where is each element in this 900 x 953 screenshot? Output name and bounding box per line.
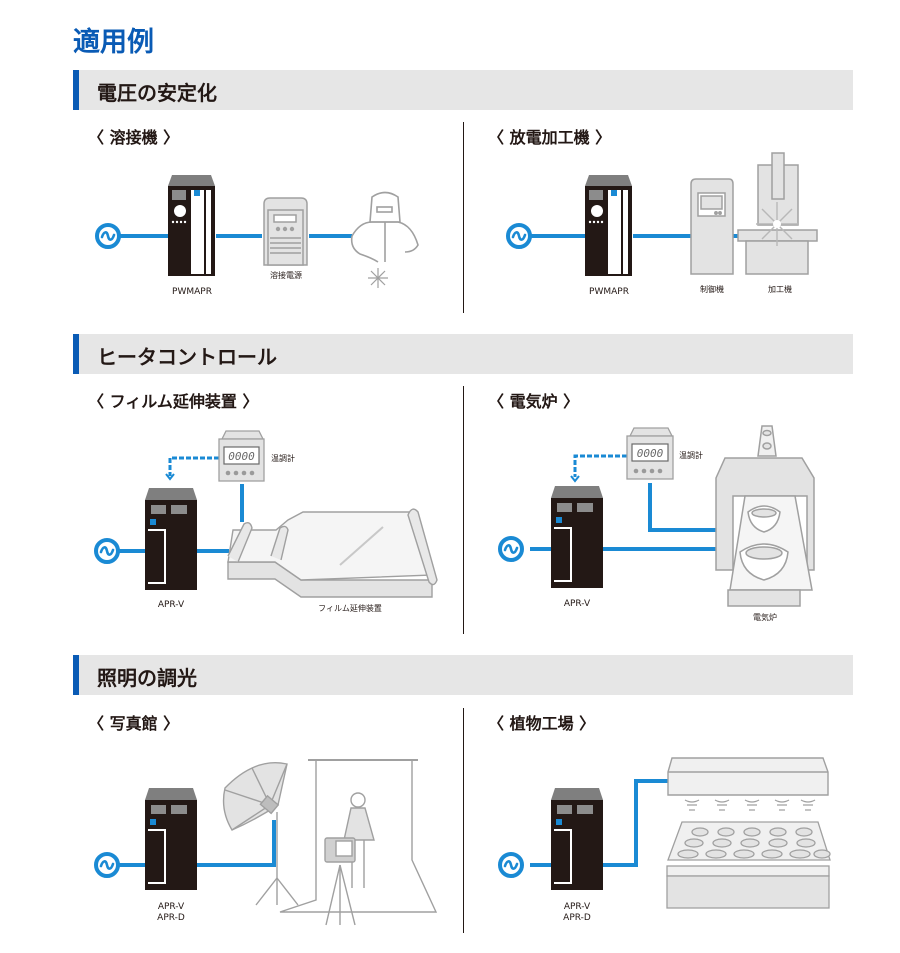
film-stretcher-icon	[227, 508, 438, 598]
electric-furnace-icon	[715, 425, 815, 607]
section-title: 照明の調光	[97, 666, 197, 690]
column-divider	[463, 708, 464, 933]
page-title: 適用例	[73, 27, 154, 58]
section-accent-bar	[73, 334, 79, 374]
thermo-label: 温調計	[271, 454, 295, 463]
example-title-plant-factory: 〈 植物工場 〉	[488, 714, 596, 733]
example-title-electric-furnace: 〈 電気炉 〉	[488, 392, 580, 411]
umbrella-light-icon	[222, 762, 299, 906]
unit-label: APR-V	[563, 599, 591, 609]
thermo-display: 0000	[637, 447, 664, 460]
photo-studio-icon	[279, 759, 438, 926]
section-accent-bar	[73, 655, 79, 695]
film-stretcher-diagram: 0000	[94, 430, 438, 598]
pwmapr-unit-icon	[585, 175, 632, 276]
welding-power-supply-icon	[263, 197, 308, 266]
electric-furnace-diagram: 0000	[498, 425, 815, 607]
controller-cabinet-icon	[690, 178, 734, 275]
column-divider	[463, 386, 464, 634]
thermo-label: 温調計	[679, 451, 703, 460]
machine-label: 加工機	[768, 285, 792, 294]
grow-light-icon	[667, 757, 829, 811]
photo-studio-diagram	[94, 759, 438, 926]
unit-label: APR-V	[157, 600, 185, 610]
plant-tray-icon	[666, 821, 831, 909]
example-title-photo-studio: 〈 写真館 〉	[88, 714, 180, 733]
temperature-controller-icon: 0000	[218, 430, 265, 482]
section-header-light-dimming: 照明の調光	[73, 655, 853, 695]
controller-label: 制御機	[700, 285, 724, 294]
pwmapr-unit-icon	[168, 175, 215, 276]
unit-label: PWMAPR	[172, 287, 212, 297]
ac-source-icon	[506, 223, 532, 249]
ac-source-icon	[94, 852, 120, 878]
unit-label-line2: APR-D	[157, 913, 185, 923]
device-label: 電気炉	[753, 613, 777, 622]
thermo-display: 0000	[228, 450, 255, 463]
apr-unit-icon	[144, 787, 198, 891]
apr-unit-icon	[144, 487, 198, 591]
ac-source-icon	[95, 223, 121, 249]
apr-unit-icon	[550, 485, 604, 589]
ac-source-icon	[498, 852, 524, 878]
unit-label-line1: APR-V	[563, 902, 591, 912]
temperature-controller-icon: 0000	[626, 427, 674, 480]
welder-icon	[350, 191, 419, 288]
device-label: フィルム延伸装置	[318, 604, 382, 613]
device-label: 溶接電源	[270, 271, 302, 280]
section-accent-bar	[73, 70, 79, 110]
welding-diagram	[95, 175, 419, 288]
apr-unit-icon	[550, 787, 604, 891]
edm-diagram	[506, 152, 818, 276]
example-title-edm: 〈 放電加工機 〉	[488, 128, 612, 147]
section-title: ヒータコントロール	[97, 345, 277, 369]
ac-source-icon	[94, 538, 120, 564]
section-header-heater-control: ヒータコントロール	[73, 334, 853, 374]
ac-source-icon	[498, 536, 524, 562]
edm-machine-icon	[737, 152, 818, 275]
example-title-film-stretcher: 〈 フィルム延伸装置 〉	[88, 392, 259, 411]
section-title: 電圧の安定化	[97, 81, 217, 105]
unit-label-line2: APR-D	[563, 913, 591, 923]
unit-label-line1: APR-V	[157, 902, 185, 912]
section-header-voltage-stabilization: 電圧の安定化	[73, 70, 853, 110]
example-title-welding: 〈 溶接機 〉	[88, 128, 180, 147]
unit-label: PWMAPR	[589, 287, 629, 297]
plant-factory-diagram	[498, 757, 831, 909]
column-divider	[463, 122, 464, 313]
